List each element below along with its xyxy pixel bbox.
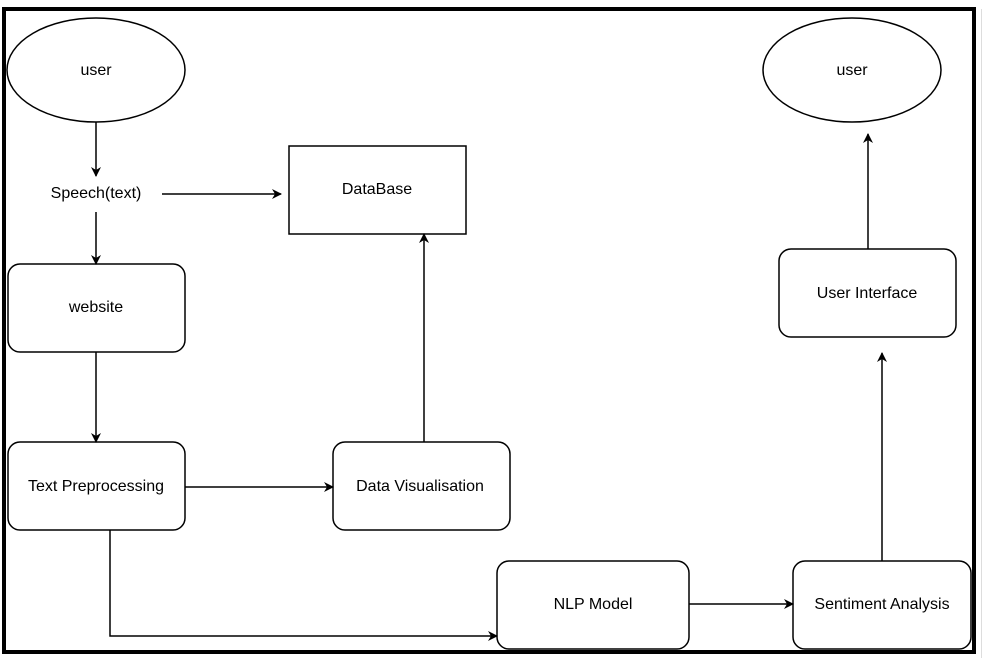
data-visualisation-label: Data Visualisation: [356, 478, 484, 495]
database-label: DataBase: [341, 181, 413, 198]
text-preprocessing-label: Text Preprocessing: [27, 478, 165, 495]
sentiment-analysis-label: Sentiment Analysis: [814, 596, 950, 613]
nlp-model-box: [496, 560, 690, 650]
database-box: [288, 145, 467, 235]
nlp-model-label: NLP Model: [553, 596, 633, 613]
user-right-ellipse: [762, 17, 942, 123]
user-top-label: user: [80, 62, 112, 79]
website-label: website: [68, 299, 124, 316]
arrow-preprocessing-to-nlp: [109, 530, 498, 641]
user-interface-label: User Interface: [816, 285, 918, 302]
speech-label: Speech(text): [50, 185, 142, 202]
user-right-label: user: [836, 62, 868, 79]
